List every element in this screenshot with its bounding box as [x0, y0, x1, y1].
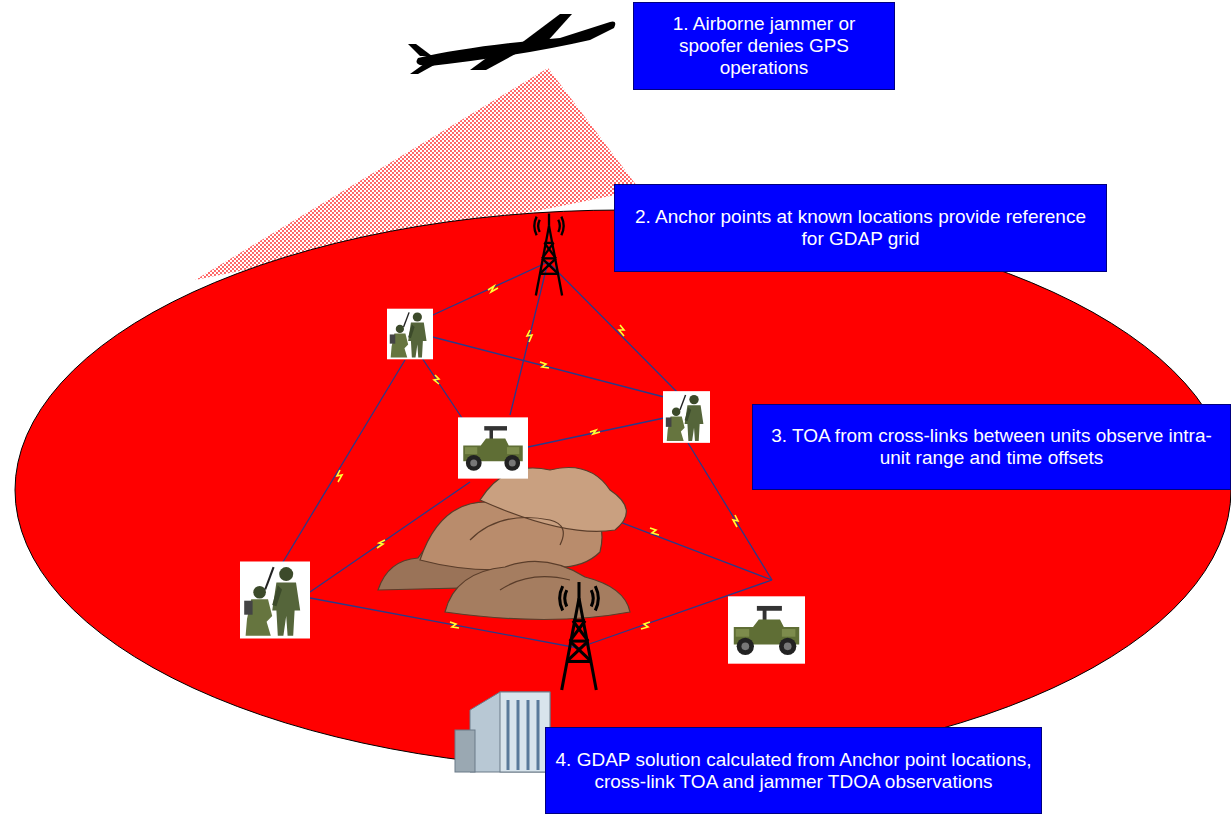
callout-box: 3. TOA from cross-links between units ob…	[752, 404, 1231, 490]
soldier-unit	[663, 391, 710, 443]
anchor-tower	[534, 214, 563, 296]
soldier-unit	[387, 309, 433, 360]
callout-text: 3. TOA from cross-links between units ob…	[753, 425, 1230, 469]
callout-text: 1. Airborne jammer or spoofer denies GPS…	[634, 13, 894, 79]
vehicle-unit	[458, 417, 528, 478]
callout-box: 4. GDAP solution calculated from Anchor …	[545, 727, 1042, 814]
callout-box: 1. Airborne jammer or spoofer denies GPS…	[633, 2, 895, 90]
airborne-jammer	[408, 14, 615, 74]
callout-text: 2. Anchor points at known locations prov…	[615, 206, 1106, 250]
cross-link-lines	[283, 262, 772, 648]
building	[455, 692, 550, 772]
soldier-unit	[240, 562, 310, 639]
anchor-tower	[560, 582, 599, 690]
denial-region	[15, 210, 1231, 770]
callout-box: 2. Anchor points at known locations prov…	[614, 184, 1107, 272]
vehicle-unit	[728, 596, 805, 663]
link-lightning	[337, 286, 738, 629]
callout-text: 4. GDAP solution calculated from Anchor …	[546, 749, 1041, 793]
